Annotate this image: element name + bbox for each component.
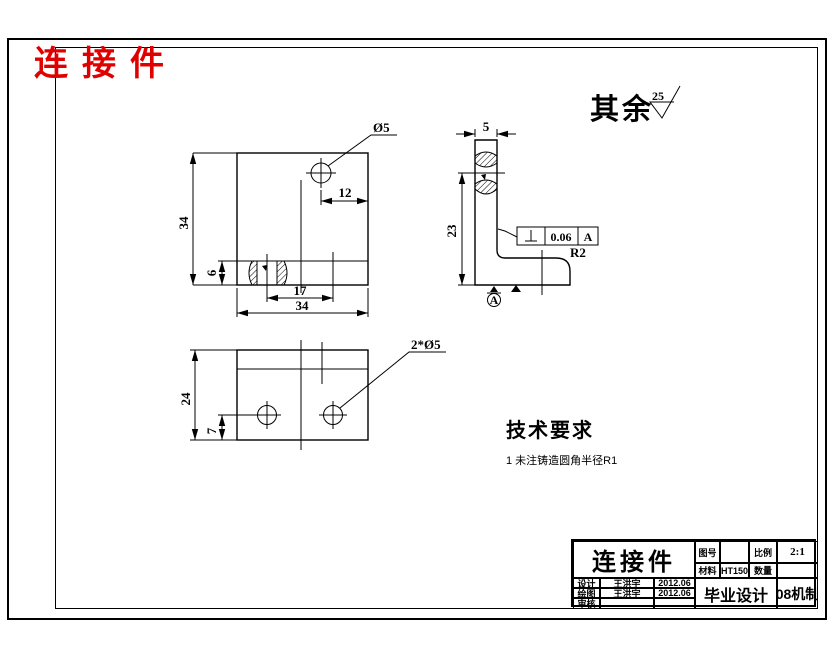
section-mark (262, 265, 267, 275)
quantity-label: 数量 (749, 563, 777, 578)
scale-value: 2:1 (777, 541, 818, 563)
technical-requirements: 技术要求 1 未注铸造圆角半径R1 (506, 414, 617, 468)
outer-border (7, 38, 827, 620)
bottom-holes-label: 2*Ø5 (411, 337, 441, 352)
tech-req-item: 1 未注铸造圆角半径R1 (506, 455, 618, 467)
front-hole-circle (310, 162, 332, 184)
front-dim-spacing: 17 (294, 283, 308, 298)
drawing-no-label: 图号 (695, 541, 720, 563)
tolerance-box (516, 226, 599, 246)
datum-symbol: A (487, 285, 521, 307)
front-hole-label: Ø5 (373, 120, 390, 135)
sign-name: 王洪宇 (600, 588, 654, 598)
sign-role: 审核 (573, 598, 600, 609)
perpendicularity-icon (525, 230, 537, 242)
front-section-hatch-left (248, 260, 258, 286)
front-outline (236, 152, 369, 286)
tolerance-leader (497, 228, 518, 238)
side-view: 0.06 A R2 A 5 23 (444, 119, 599, 307)
bottom-holes-leader (339, 351, 446, 409)
sign-name: 王洪宇 (600, 578, 654, 588)
datum-target-icon (511, 285, 521, 292)
roughness-value: 25 (652, 89, 664, 103)
front-dim-height: 34 (176, 216, 191, 230)
title-block-part-name: 连接件 (573, 541, 695, 578)
material-value: HT150 (720, 563, 749, 578)
front-dim-base: 6 (204, 269, 219, 276)
roughness-check-icon (649, 85, 681, 119)
bottom-dim-offset: 7 (204, 427, 219, 434)
datum-circle (487, 293, 501, 307)
fillet-label: R2 (570, 245, 586, 260)
front-view: 34 6 12 17 34 Ø5 (176, 120, 397, 317)
sign-date: 2012.06 (654, 578, 695, 588)
sign-role: 设计 (573, 578, 600, 588)
inner-border (55, 47, 818, 609)
front-extension-lines (193, 152, 369, 317)
tolerance-dividers (544, 227, 579, 245)
datum-triangle-icon (490, 286, 498, 292)
sign-name (600, 598, 654, 609)
side-section-hatch-top (474, 151, 498, 168)
quantity-value (777, 563, 818, 578)
sign-role: 绘图 (573, 588, 600, 598)
tech-req-title: 技术要求 (506, 420, 594, 442)
bottom-hole-left (257, 405, 277, 425)
sign-date (654, 598, 695, 609)
section-mark (481, 174, 486, 184)
tolerance-datum: A (584, 230, 593, 244)
corner-part-name: 连接件 (34, 46, 178, 83)
bottom-dim-height: 24 (178, 392, 193, 406)
title-block: 连接件 图号 比例 2:1 材料 HT150 数量 设计 王洪宇 2012.06… (571, 539, 818, 609)
side-section-hatch-bottom (474, 179, 498, 195)
scale-label: 比例 (749, 541, 777, 563)
side-dim-thickness: 5 (483, 119, 490, 134)
material-label: 材料 (695, 563, 720, 578)
front-centerlines (266, 158, 336, 302)
org-name: 08机制 (777, 578, 818, 609)
bottom-centerlines (253, 340, 347, 450)
bottom-hole-right (323, 405, 343, 425)
sign-date: 2012.06 (654, 588, 695, 598)
project-name: 毕业设计 (695, 578, 777, 609)
datum-letter: A (490, 293, 499, 307)
side-outline (474, 139, 571, 286)
front-dim-width: 34 (296, 298, 310, 313)
surface-finish-note: 其余 (590, 94, 655, 126)
tolerance-value: 0.06 (551, 230, 572, 244)
front-hole-leader (327, 134, 397, 167)
front-section-hatch-right (276, 260, 288, 286)
drawing-no-value (720, 541, 749, 563)
roughness-symbol: 25 (649, 85, 681, 119)
bottom-view: 24 7 2*Ø5 (178, 337, 446, 450)
bottom-outline (236, 349, 369, 441)
tolerance-frame: 0.06 A (497, 226, 599, 246)
front-dim-offset: 12 (339, 185, 352, 200)
side-dim-height: 23 (444, 224, 459, 238)
